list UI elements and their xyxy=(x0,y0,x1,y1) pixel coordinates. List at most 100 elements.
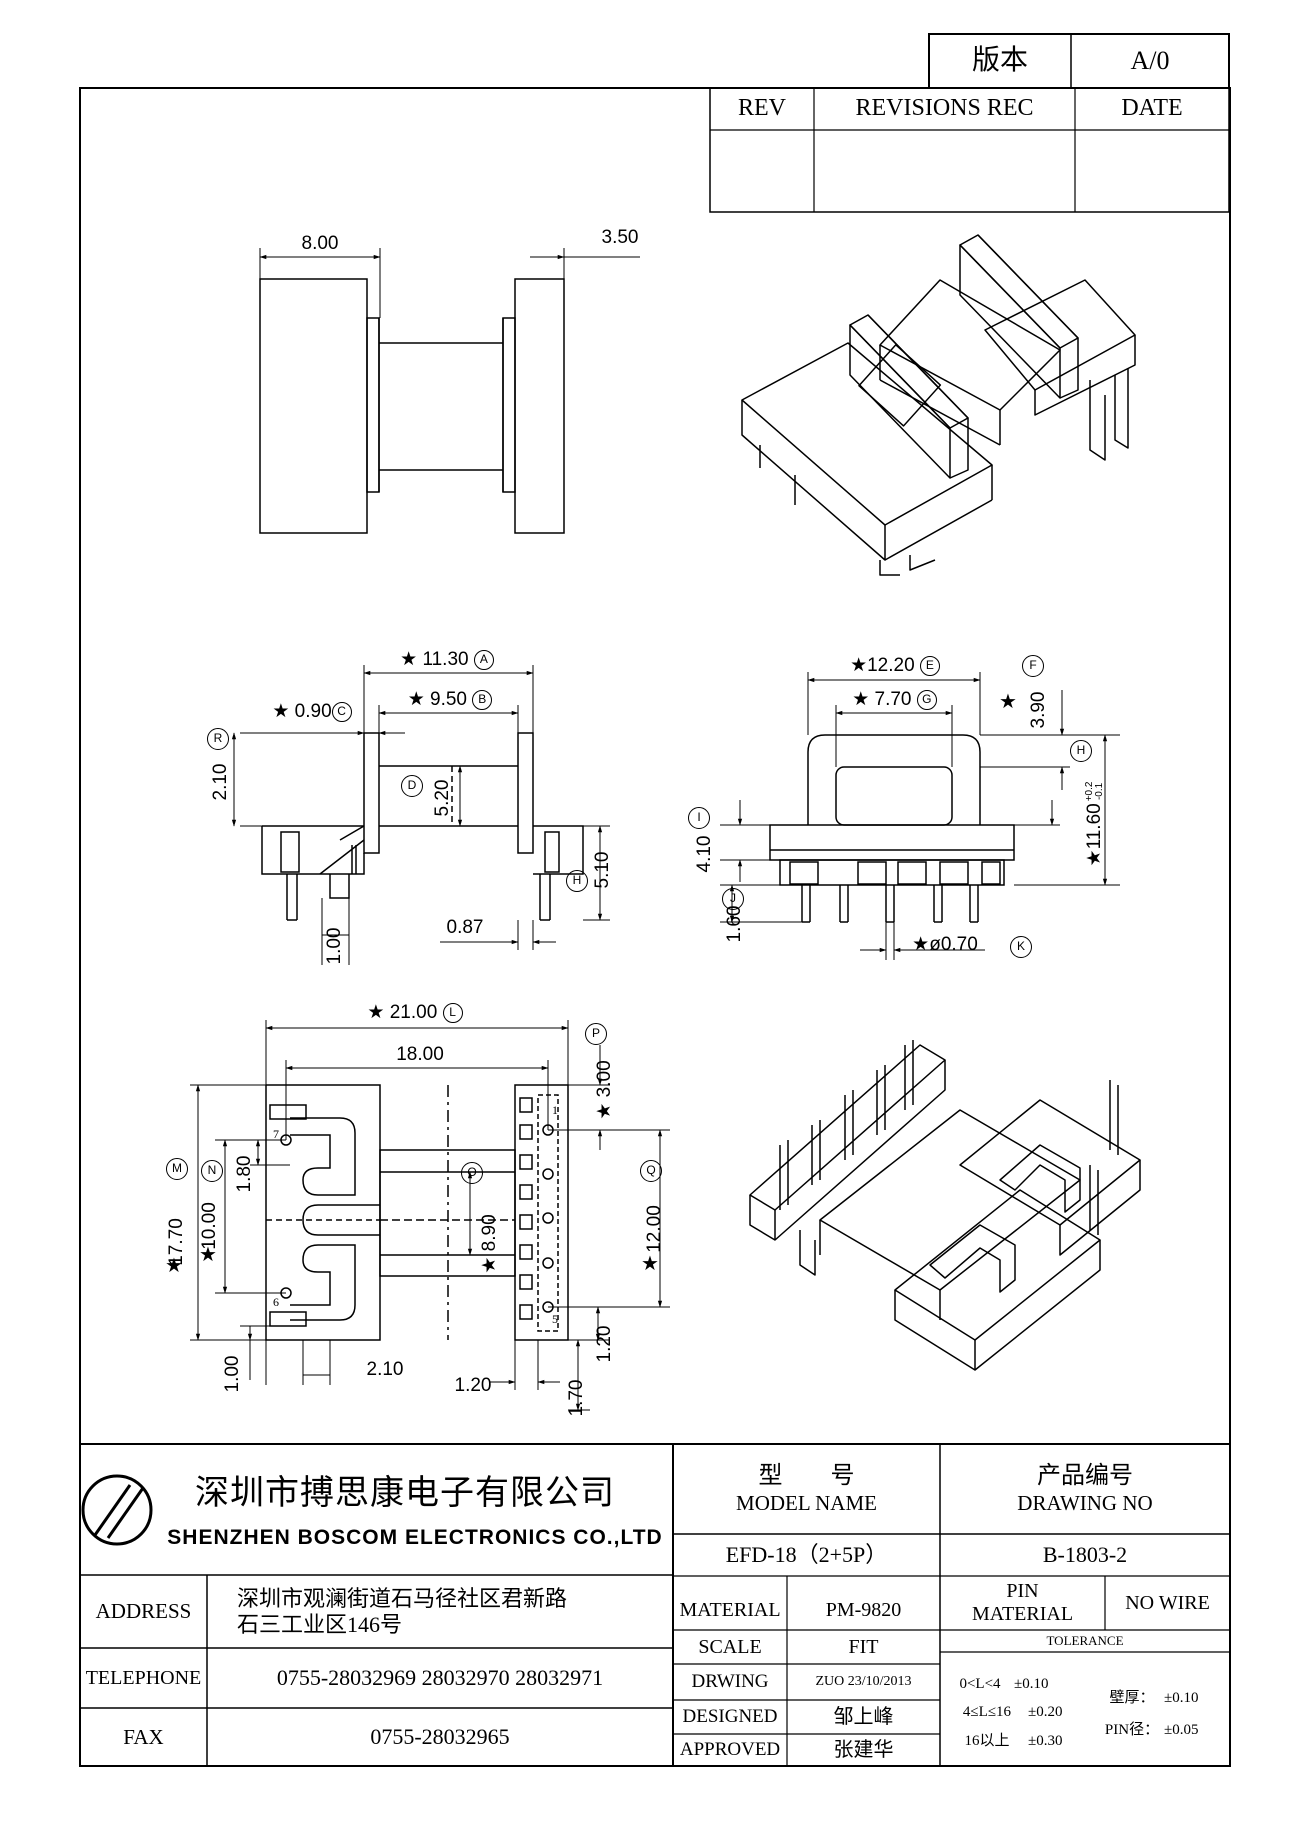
dim-side-r: 2.10 xyxy=(210,763,232,801)
revisions-rec-header: REVISIONS REC xyxy=(855,95,1034,122)
wall-value: ±0.10 xyxy=(1164,1690,1199,1707)
fax-value: 0755-28032965 xyxy=(370,1724,510,1750)
drawing-no-cn: 产品编号 xyxy=(1037,1463,1133,1490)
isometric-view-top xyxy=(741,234,1136,576)
scale-label: SCALE xyxy=(698,1635,762,1658)
company-logo xyxy=(81,1474,153,1546)
dim-front-f: 3.90 xyxy=(1028,691,1050,729)
bottom-view xyxy=(265,1084,569,1341)
dim-front-i: 4.10 xyxy=(694,835,716,873)
telephone-value: 0755-28032969 28032970 28032971 xyxy=(276,1665,604,1691)
pin-material-label-1: PIN xyxy=(1006,1580,1039,1602)
drwing-label: DRWING xyxy=(691,1671,769,1693)
dim-side-c-value: 0.90 xyxy=(294,701,332,723)
marker-b: B xyxy=(472,690,493,710)
dim-front-k: ★ø0.70 xyxy=(912,934,978,956)
dim-bot-170: 1.70 xyxy=(566,1379,588,1417)
marker-j: J xyxy=(722,888,744,910)
marker-r: R xyxy=(207,728,229,750)
pin-material-label-2: MATERIAL xyxy=(971,1603,1074,1625)
dim-side-a-value: 11.30 xyxy=(422,649,469,671)
drawing-no-en: DRAWING NO xyxy=(1017,1490,1153,1515)
address-line2: 石三工业区146号 xyxy=(237,1611,403,1637)
drawing-no-value: B-1803-2 xyxy=(1042,1542,1128,1568)
marker-i: I xyxy=(688,807,710,829)
dim-front-h-tolerance: +0.2-0.1 xyxy=(1084,782,1105,802)
marker-k: K xyxy=(1010,936,1032,958)
dim-front-g: ★ 7.70 G xyxy=(842,688,947,712)
tol3-range: 16以上 xyxy=(964,1733,1010,1750)
designed-label: DESIGNED xyxy=(682,1706,778,1728)
model-name-value: EFD-18（2+5P） xyxy=(725,1542,888,1568)
telephone-label: TELEPHONE xyxy=(85,1666,202,1689)
dim-front-f-star: ★ xyxy=(999,690,1017,713)
dim-bot-o: ★ 8.90 xyxy=(479,1214,501,1274)
side-view xyxy=(261,732,584,921)
wall-tolerance: 壁厚：±0.10 xyxy=(1100,1688,1225,1710)
tolerance-row-3: 16以上±0.30 xyxy=(946,1731,1086,1753)
dim-bot-q-star: ★ xyxy=(641,1252,659,1275)
fax-label: FAX xyxy=(123,1724,164,1749)
dim-side-d: 5.20 xyxy=(432,779,454,817)
version-label: 版本 xyxy=(971,44,1028,76)
dim-front-k-value: ø0.70 xyxy=(929,934,978,956)
dim-bot-o-value: 8.90 xyxy=(479,1214,501,1252)
isometric-view-bottom xyxy=(749,1040,1141,1371)
marker-o: O xyxy=(461,1162,483,1184)
dim-bot-210: 2.10 xyxy=(366,1359,404,1381)
dim-bot-p: ★ 3.00 xyxy=(594,1060,616,1120)
dim-side-087: 0.87 xyxy=(446,917,484,939)
tol2-range: 4≤L≤16 xyxy=(962,1704,1012,1721)
marker-l: L xyxy=(442,1003,463,1023)
marker-f: F xyxy=(1022,655,1044,677)
dim-bot-180: 1.80 xyxy=(234,1155,256,1193)
top-view-dimensions xyxy=(259,248,640,318)
dim-side-h510: 5.10 xyxy=(592,851,614,889)
dim-front-g-value: 7.70 xyxy=(874,689,912,711)
pin-dia-value: ±0.05 xyxy=(1164,1722,1199,1739)
drawing-no-header: 产品编号 DRAWING NO xyxy=(940,1444,1230,1534)
approved-value: 张建华 xyxy=(833,1738,894,1761)
pin-material-value: NO WIRE xyxy=(1125,1591,1210,1614)
material-value: PM-9820 xyxy=(825,1598,902,1621)
version-value: A/0 xyxy=(1130,46,1170,76)
dim-front-h-value: 11.60 xyxy=(1084,803,1106,850)
date-header: DATE xyxy=(1121,95,1183,122)
pin-dia-tolerance: PIN径：±0.05 xyxy=(1100,1720,1225,1742)
pin-label-5: 5 xyxy=(552,1312,558,1327)
tolerance-label: TOLERANCE xyxy=(1046,1632,1124,1648)
marker-c: C xyxy=(331,702,352,722)
dim-front-h: ★11.60+0.2-0.1 xyxy=(1084,781,1106,867)
tol2-value: ±0.20 xyxy=(1028,1704,1063,1721)
pin-dia-label: PIN径： xyxy=(1104,1722,1160,1739)
dim-front-j: 1.60 xyxy=(724,905,746,943)
rev-header: REV xyxy=(738,95,786,122)
marker-a: A xyxy=(473,650,494,670)
material-label: MATERIAL xyxy=(679,1598,781,1621)
dim-top-width: 8.00 xyxy=(301,233,339,255)
dim-bot-120b: 1.20 xyxy=(594,1325,616,1363)
marker-g: G xyxy=(916,690,937,710)
tolerance-row-2: 4≤L≤16 ±0.20 xyxy=(946,1702,1086,1724)
pin-material-label: PIN MATERIAL xyxy=(940,1576,1105,1630)
marker-e: E xyxy=(919,656,940,676)
address-value: 深圳市观澜街道石马径社区君新路 石三工业区146号 xyxy=(207,1575,673,1648)
dim-front-e-value: 12.20 xyxy=(867,655,915,677)
top-view xyxy=(259,278,565,534)
pin-label-6: 6 xyxy=(273,1295,279,1310)
marker-p: P xyxy=(585,1023,607,1045)
dim-bot-l-value: 21.00 xyxy=(389,1002,438,1024)
sheet-frame xyxy=(79,33,1231,1767)
side-view-dimensions xyxy=(231,665,610,965)
marker-n: N xyxy=(201,1160,223,1182)
company-name-cn: 深圳市搏思康电子有限公司 xyxy=(195,1475,615,1513)
dim-front-h-tol-dn: -0.1 xyxy=(1094,782,1105,801)
scale-value: FIT xyxy=(848,1635,879,1658)
approved-label: APPROVED xyxy=(679,1739,781,1761)
dim-bot-p-value: 3.00 xyxy=(594,1060,616,1098)
dim-top-flange: 3.50 xyxy=(601,227,639,249)
dim-side-b: ★ 9.50 B xyxy=(395,688,505,712)
dim-side-a: ★ 11.30 A xyxy=(392,648,502,672)
